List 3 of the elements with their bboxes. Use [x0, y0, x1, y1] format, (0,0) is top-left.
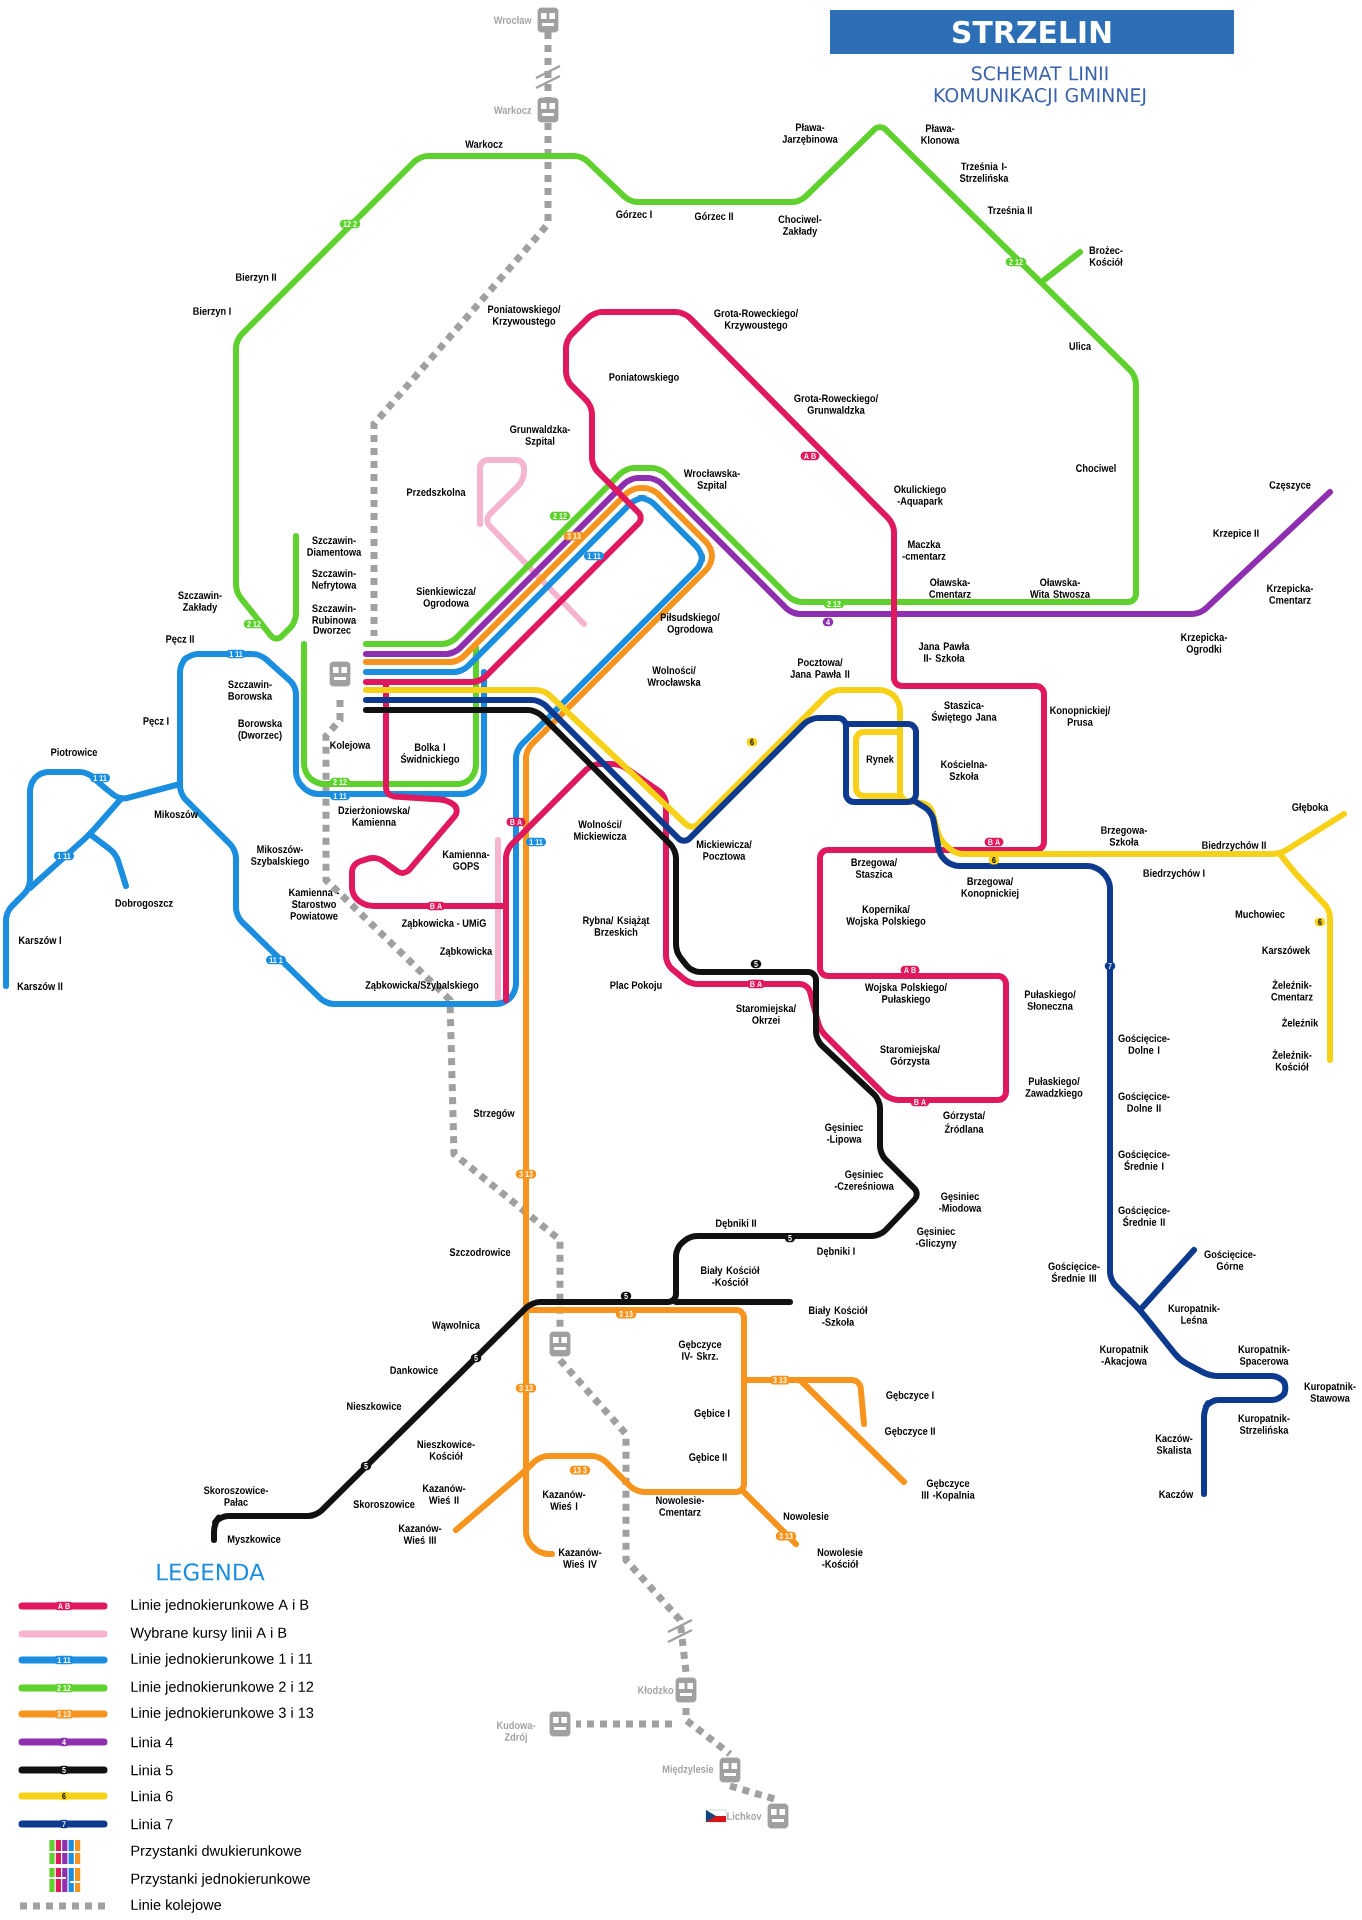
subtitle: SCHEMAT LINII KOMUNIKACJI GMINNEJ	[934, 66, 1146, 106]
legend-heading: LEGENDA	[157, 1563, 265, 1581]
title-banner: STRZELIN	[830, 10, 1234, 54]
